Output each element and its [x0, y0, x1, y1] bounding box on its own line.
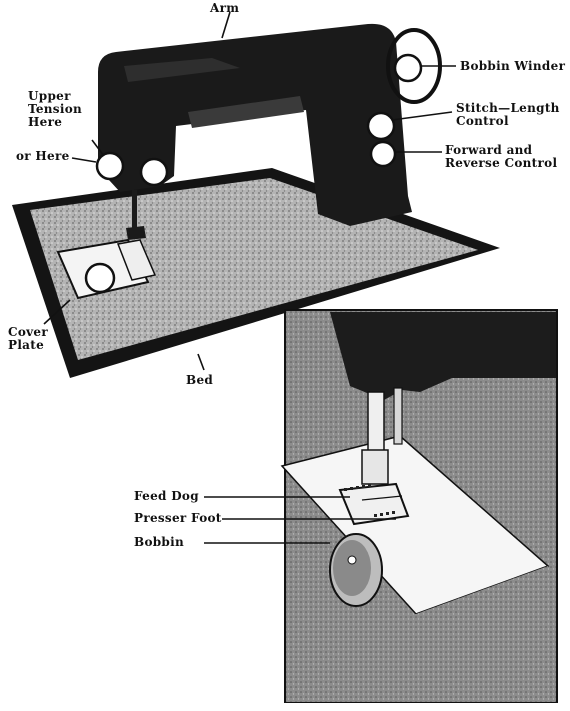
inset-bobbin-hub — [333, 540, 371, 596]
bed-surface — [30, 178, 478, 360]
label-forward-reverse-line1: Forward and — [445, 143, 533, 157]
label-forward-reverse-line2: Reverse Control — [445, 156, 558, 170]
presser-foot-top — [126, 226, 146, 240]
label-upper-tension-line2: Tension — [28, 102, 83, 116]
label-forward-reverse: Forward and Reverse Control — [445, 144, 557, 170]
inset-leader-lines — [204, 496, 396, 544]
label-cover-plate: Cover Plate — [8, 326, 48, 352]
upper-tension-knob-2 — [139, 157, 169, 187]
label-upper-tension-line3: Here — [28, 115, 63, 129]
label-bed: Bed — [186, 373, 214, 387]
label-upper-tension: Upper Tension Here — [28, 90, 82, 129]
label-feed-dog: Feed Dog — [134, 489, 199, 503]
inset-feed-dog-teeth — [344, 484, 395, 517]
top-leader-lines — [43, 11, 456, 371]
needle-plate — [116, 239, 157, 281]
label-bobbin-winder: Bobbin Winder — [460, 59, 566, 73]
stitch-length-knob — [366, 111, 396, 141]
label-presser-foot: Presser Foot — [134, 511, 222, 525]
inset-presser-bar — [367, 391, 385, 453]
label-cover-plate-line1: Cover — [8, 325, 48, 339]
label-cover-plate-line2: Plate — [8, 338, 45, 352]
cover-plate-circle — [84, 262, 116, 294]
upper-tension-knob-1 — [95, 151, 125, 181]
inset-presser-shank — [361, 449, 389, 485]
inset-needle-bar — [393, 387, 403, 445]
label-bobbin: Bobbin — [134, 535, 185, 549]
forward-reverse-knob — [369, 140, 397, 168]
inset-bed-lower — [286, 566, 556, 702]
label-stitch-length-line2: Control — [456, 114, 509, 128]
inset-machine-head — [330, 312, 556, 400]
needle-bar — [132, 190, 137, 232]
arm-window — [188, 96, 304, 128]
arm-top-ridge — [124, 58, 240, 82]
inset-presser-foot — [338, 482, 410, 526]
inset-bobbin-center — [347, 555, 357, 565]
label-stitch-length: Stitch—Length Control — [456, 102, 560, 128]
bobbin-winder-knob — [393, 53, 423, 83]
label-or-here: or Here — [16, 149, 70, 163]
label-stitch-length-line1: Stitch—Length — [456, 101, 560, 115]
label-upper-tension-line1: Upper — [28, 89, 71, 103]
label-arm: Arm — [210, 1, 240, 15]
